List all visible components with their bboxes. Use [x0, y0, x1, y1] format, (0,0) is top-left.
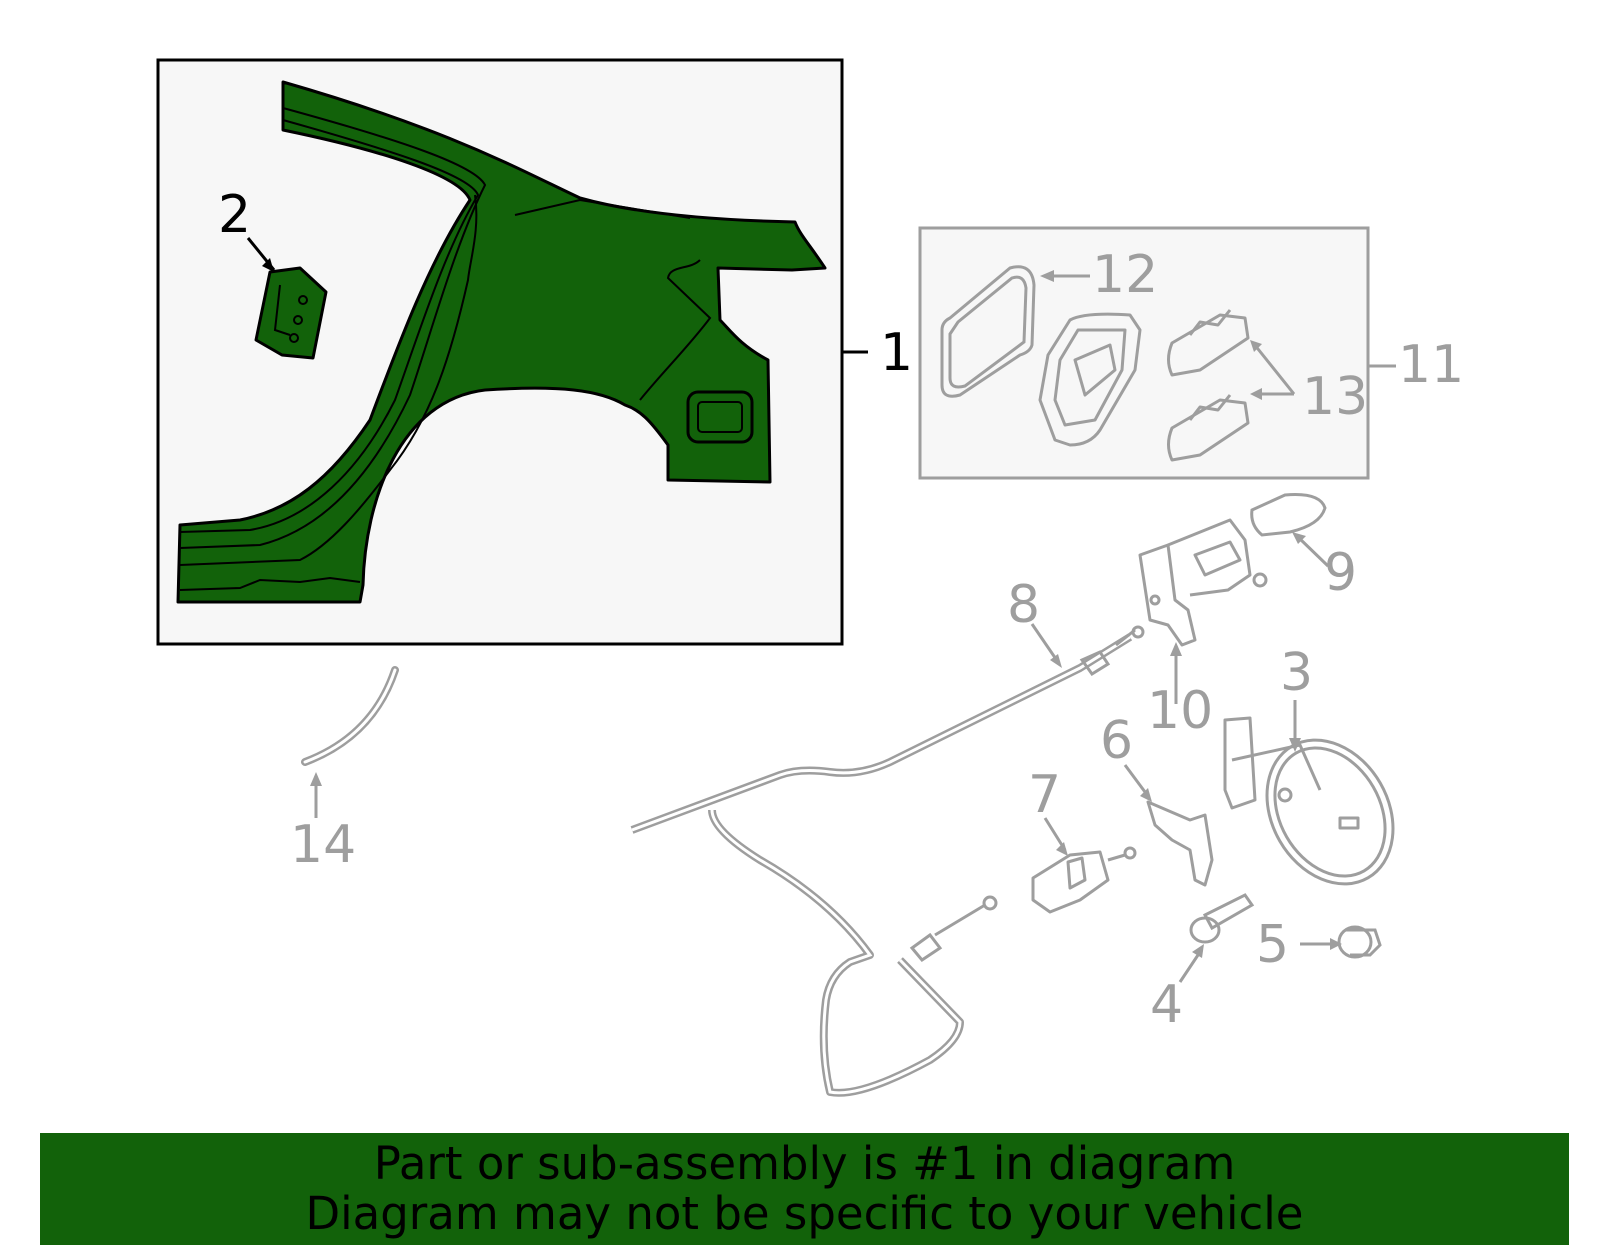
- leader-8: [1030, 623, 1060, 663]
- cover-part-13[interactable]: [1167, 309, 1250, 462]
- arrowhead-14: [310, 772, 322, 786]
- leader-13a: [1252, 343, 1296, 395]
- arrowhead-4: [1192, 944, 1204, 958]
- arrowhead-2: [262, 258, 274, 272]
- callout-7: 7: [1028, 765, 1061, 825]
- quarter-panel-part[interactable]: [176, 80, 827, 604]
- subassembly-11-frame: [918, 226, 1370, 480]
- callout-2: 2: [218, 185, 251, 245]
- arrowhead-12: [1040, 270, 1054, 282]
- callout-3: 3: [1280, 643, 1313, 703]
- fuel-door-part-3[interactable]: [1223, 716, 1418, 907]
- arrowhead-13a: [1250, 340, 1262, 352]
- release-handle-part-9[interactable]: [1250, 493, 1327, 537]
- arrowhead-10: [1170, 642, 1182, 656]
- callout-4: 4: [1150, 975, 1183, 1035]
- leader-6: [1123, 764, 1150, 797]
- callout-5: 5: [1256, 915, 1289, 975]
- handle-bracket-part-10[interactable]: [1138, 518, 1268, 647]
- footer-line-2: Diagram may not be specific to your vehi…: [305, 1187, 1304, 1240]
- arrowhead-3: [1289, 738, 1301, 752]
- callout-11: 11: [1398, 335, 1464, 395]
- arrowhead-5: [1330, 938, 1342, 950]
- bracket-part-2[interactable]: [254, 266, 328, 360]
- callout-1: 1: [880, 323, 913, 383]
- release-cable-part-8[interactable]: [630, 625, 1145, 1097]
- arrowhead-9: [1292, 532, 1306, 544]
- arrowhead-8: [1050, 654, 1062, 668]
- footer-banner: Part or sub-assembly is #1 in diagram Di…: [40, 1133, 1569, 1245]
- trim-strip-part-14[interactable]: [301, 666, 399, 766]
- callout-8: 8: [1007, 575, 1040, 635]
- callout-13: 13: [1302, 367, 1368, 427]
- arrowhead-13b: [1250, 388, 1262, 400]
- callout-14: 14: [290, 815, 356, 875]
- leader-9: [1296, 535, 1330, 568]
- filler-housing-part[interactable]: [1038, 312, 1142, 447]
- leader-4: [1178, 951, 1202, 983]
- gasket-part-12[interactable]: [940, 265, 1036, 398]
- callout-12: 12: [1092, 245, 1158, 305]
- callout-6: 6: [1100, 711, 1133, 771]
- clip-part-5[interactable]: [1337, 925, 1382, 959]
- bracket-part-6[interactable]: [1146, 800, 1214, 887]
- arrowhead-6: [1140, 788, 1152, 802]
- callout-10: 10: [1147, 681, 1213, 741]
- arrowhead-7: [1056, 842, 1068, 856]
- footer-line-1: Part or sub-assembly is #1 in diagram: [373, 1137, 1236, 1190]
- actuator-part-7[interactable]: [1031, 846, 1137, 914]
- screw-part-4[interactable]: [1189, 893, 1255, 944]
- callout-9: 9: [1324, 543, 1357, 603]
